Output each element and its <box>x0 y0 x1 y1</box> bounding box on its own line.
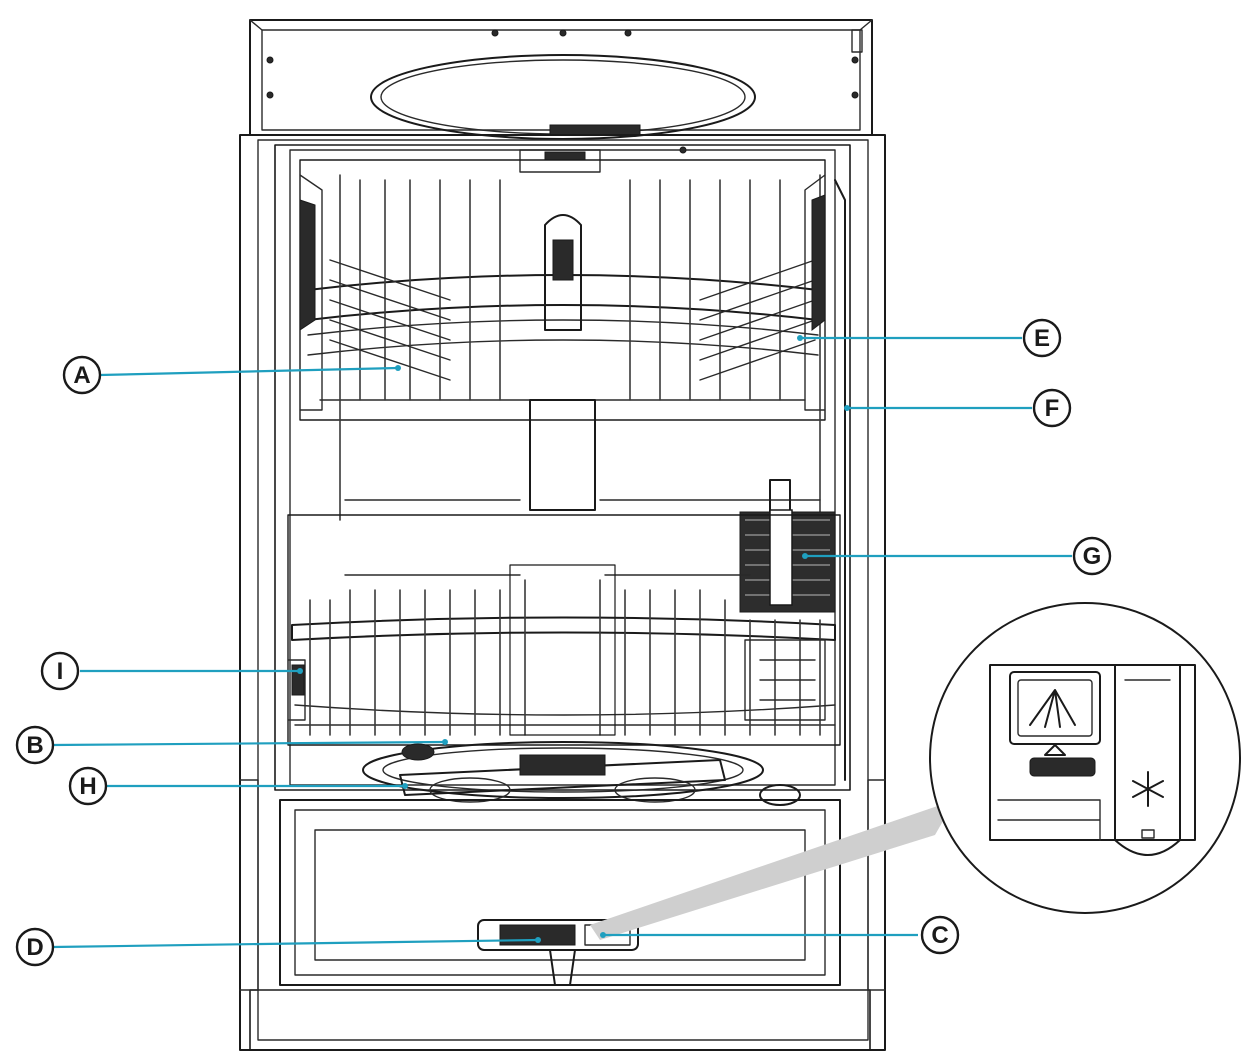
callout-bubbles: A B C D E F G H I <box>15 318 1112 967</box>
callout-a: A <box>62 355 102 395</box>
snowflake-icon <box>1132 771 1164 807</box>
cutlery-basket <box>739 479 836 613</box>
callout-circle <box>40 651 80 691</box>
callout-f: F <box>1032 388 1072 428</box>
lower-rack <box>287 514 841 746</box>
callout-d: D <box>15 927 55 967</box>
callout-label: G <box>1083 543 1102 570</box>
callout-label: H <box>79 773 96 800</box>
callout-circle <box>15 927 55 967</box>
upper-rack <box>299 159 826 521</box>
callout-circle <box>15 725 55 765</box>
callout-label: E <box>1034 325 1050 352</box>
side-wall <box>834 179 846 781</box>
leader-D <box>52 938 539 949</box>
zoom-cone <box>590 800 955 940</box>
lower-spray-arm <box>362 741 801 806</box>
callout-label: F <box>1045 395 1060 422</box>
callout-circle <box>62 355 102 395</box>
top-panel <box>249 19 873 140</box>
detergent-spray-icon <box>1029 689 1076 728</box>
callout-h: H <box>68 766 108 806</box>
callout-i: I <box>40 651 80 691</box>
cabinet-frame <box>239 134 886 1051</box>
dispenser-zoom-inset <box>929 602 1241 914</box>
leader-A <box>99 366 399 377</box>
callout-e: E <box>1022 318 1062 358</box>
callout-label: C <box>931 922 948 949</box>
upper-spray-bracket <box>519 146 687 173</box>
callout-label: D <box>26 934 43 961</box>
leader-endpoints <box>297 335 850 943</box>
callout-circle <box>68 766 108 806</box>
leader-B <box>52 740 446 747</box>
leader-lines <box>52 335 1072 949</box>
callout-g: G <box>1072 536 1112 576</box>
callout-circle <box>1072 536 1112 576</box>
callout-c: C <box>920 915 960 955</box>
callout-label: I <box>57 658 64 685</box>
callout-circle <box>1022 318 1062 358</box>
callout-label: B <box>26 732 43 759</box>
door-inner <box>239 779 886 991</box>
callout-label: A <box>73 362 90 389</box>
callout-circle <box>1032 388 1072 428</box>
callout-b: B <box>15 725 55 765</box>
callout-circle <box>920 915 960 955</box>
